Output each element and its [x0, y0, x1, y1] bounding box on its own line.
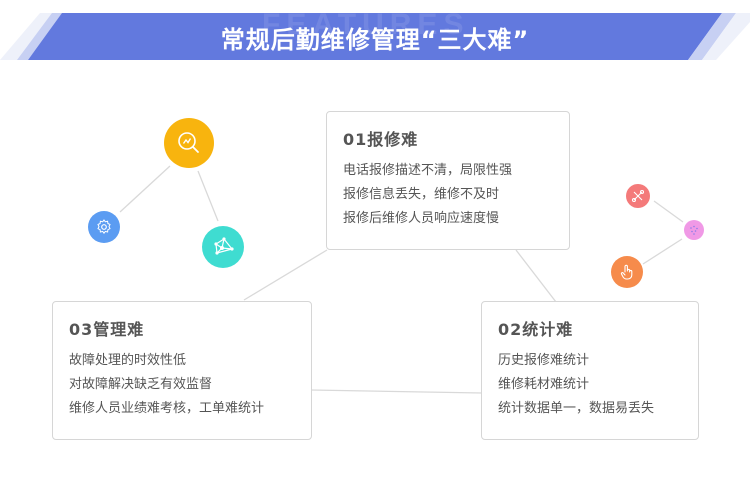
card-line: 故障处理的时效性低 — [69, 353, 187, 368]
card-line: 对故障解决缺乏有效监督 — [69, 377, 213, 392]
banner-ghost-text: FEATURES — [262, 8, 470, 41]
tools-node — [626, 184, 650, 208]
banner-background — [0, 13, 750, 60]
network-icon — [214, 237, 234, 255]
card-title: 02统计难 — [498, 320, 574, 339]
card-title: 01报修难 — [343, 130, 419, 149]
card-line: 报修信息丢失，维修不及时 — [343, 187, 500, 202]
card-line: 统计数据单一，数据易丢失 — [498, 401, 655, 416]
card-management-difficulty: 03管理难 故障处理的时效性低 对故障解决缺乏有效监督 维修人员业绩难考核，工单… — [52, 301, 312, 440]
card-line: 报修后维修人员响应速度慢 — [343, 211, 500, 226]
gear-node — [88, 211, 120, 243]
card-line: 维修人员业绩难考核，工单难统计 — [69, 401, 265, 416]
header-banner: FEATURES 常规后勤维修管理“三大难” — [0, 0, 750, 70]
dots-icon — [690, 225, 698, 235]
card-title: 03管理难 — [69, 320, 145, 339]
card-line: 维修耗材难统计 — [498, 377, 590, 392]
analytics-search-icon — [178, 132, 199, 153]
hand-pointer-icon — [620, 264, 633, 280]
page-title: 常规后勤维修管理“三大难” — [220, 26, 530, 54]
card-line: 历史报修难统计 — [498, 353, 590, 368]
gear-icon — [97, 219, 111, 235]
analytics-search-node — [164, 118, 214, 168]
network-node — [202, 226, 244, 268]
card-repair-difficulty: 01报修难 电话报修描述不清，局限性强 报修信息丢失，维修不及时 报修后维修人员… — [326, 111, 570, 250]
hand-pointer-node — [611, 256, 643, 288]
tools-icon — [631, 189, 645, 203]
dots-node — [684, 220, 704, 240]
card-line: 电话报修描述不清，局限性强 — [343, 163, 513, 178]
card-statistics-difficulty: 02统计难 历史报修难统计 维修耗材难统计 统计数据单一，数据易丢失 — [481, 301, 699, 440]
